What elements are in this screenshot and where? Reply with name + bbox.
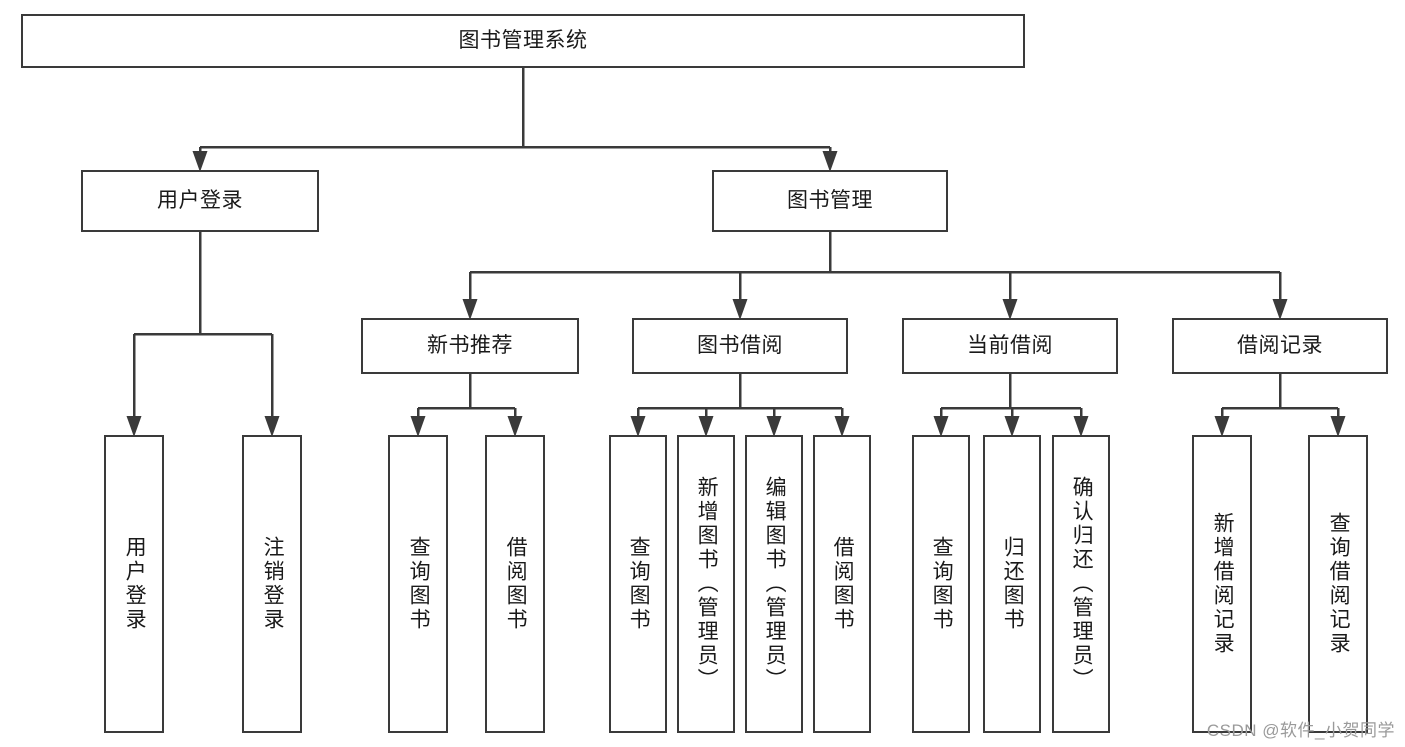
node-label: 借阅记录 <box>1237 334 1323 358</box>
node-leaf_borrow_book_rec[interactable]: 借阅图书 <box>485 435 545 733</box>
node-leaf_query_book_borrow[interactable]: 查询图书 <box>609 435 667 733</box>
node-leaf_borrow_book[interactable]: 借阅图书 <box>813 435 871 733</box>
node-leaf_user_logout[interactable]: 注销登录 <box>242 435 302 733</box>
node-current_borrow[interactable]: 当前借阅 <box>902 318 1118 374</box>
node-user_login[interactable]: 用户登录 <box>81 170 319 232</box>
node-label: 用户登录 <box>157 189 243 213</box>
node-root[interactable]: 图书管理系统 <box>21 14 1025 68</box>
node-label: 借阅图书 <box>504 536 528 632</box>
node-book_borrow[interactable]: 图书借阅 <box>632 318 848 374</box>
node-leaf_query_record[interactable]: 查询借阅记录 <box>1308 435 1368 733</box>
node-leaf_query_book_rec[interactable]: 查询图书 <box>388 435 448 733</box>
node-borrow_record[interactable]: 借阅记录 <box>1172 318 1388 374</box>
node-leaf_add_record[interactable]: 新增借阅记录 <box>1192 435 1252 733</box>
node-leaf_confirm_return[interactable]: 确认归还（管理员） <box>1052 435 1110 733</box>
node-label: 归还图书 <box>1001 536 1025 632</box>
node-label: 当前借阅 <box>967 334 1053 358</box>
node-label: 注销登录 <box>261 536 285 632</box>
node-label: 查询图书 <box>930 536 954 632</box>
watermark-text: CSDN @软件_小贺同学 <box>1206 721 1395 740</box>
node-label: 图书借阅 <box>697 334 783 358</box>
node-label: 图书管理系统 <box>458 29 588 53</box>
node-label: 查询图书 <box>407 536 431 632</box>
node-label: 新增借阅记录 <box>1211 512 1235 656</box>
node-label: 新增图书（管理员） <box>695 476 719 692</box>
node-label: 查询图书 <box>627 536 651 632</box>
node-label: 查询借阅记录 <box>1327 512 1351 656</box>
node-book_manage[interactable]: 图书管理 <box>712 170 948 232</box>
node-label: 新书推荐 <box>427 334 513 358</box>
node-label: 编辑图书（管理员） <box>763 476 787 692</box>
node-label: 借阅图书 <box>831 536 855 632</box>
node-leaf_edit_book[interactable]: 编辑图书（管理员） <box>745 435 803 733</box>
node-leaf_query_book_cur[interactable]: 查询图书 <box>912 435 970 733</box>
node-label: 确认归还（管理员） <box>1070 476 1094 692</box>
node-leaf_return_book[interactable]: 归还图书 <box>983 435 1041 733</box>
node-new_book_rec[interactable]: 新书推荐 <box>361 318 579 374</box>
node-label: 图书管理 <box>787 189 873 213</box>
node-leaf_add_book[interactable]: 新增图书（管理员） <box>677 435 735 733</box>
node-label: 用户登录 <box>123 536 147 632</box>
node-leaf_user_login[interactable]: 用户登录 <box>104 435 164 733</box>
